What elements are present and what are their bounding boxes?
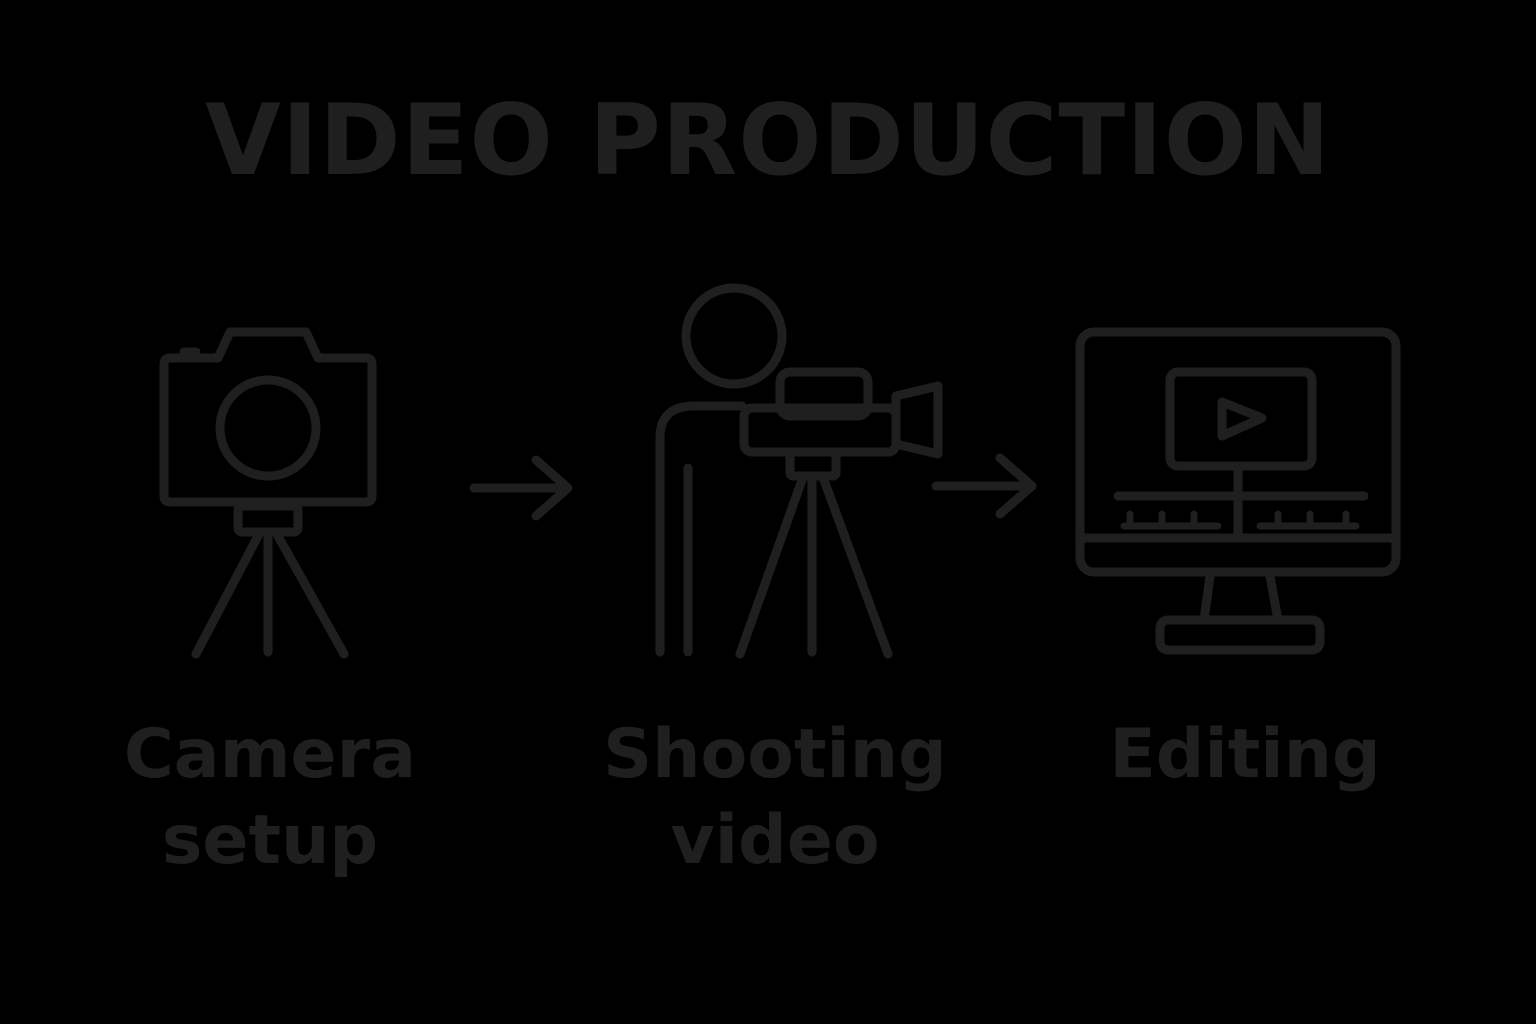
- step-label-line: Camera: [123, 715, 417, 794]
- step-label-line: setup: [161, 801, 379, 880]
- step-label-camera-setup: Camera setup: [100, 712, 440, 884]
- step-label-editing: Editing: [1080, 712, 1410, 798]
- arrow-right-icon: [931, 453, 1037, 519]
- arrow-right-icon: [469, 455, 573, 521]
- step-label-line: Shooting: [603, 715, 947, 794]
- step-label-line: video: [670, 801, 880, 880]
- step-label-shooting-video: Shooting video: [595, 712, 955, 884]
- monitor-video-editor-icon: [1075, 327, 1401, 655]
- camera-on-tripod-icon: [159, 327, 377, 659]
- diagram-title: VIDEO PRODUCTION: [204, 84, 1332, 198]
- person-with-video-camera-icon: [655, 283, 943, 659]
- step-label-line: Editing: [1109, 715, 1381, 794]
